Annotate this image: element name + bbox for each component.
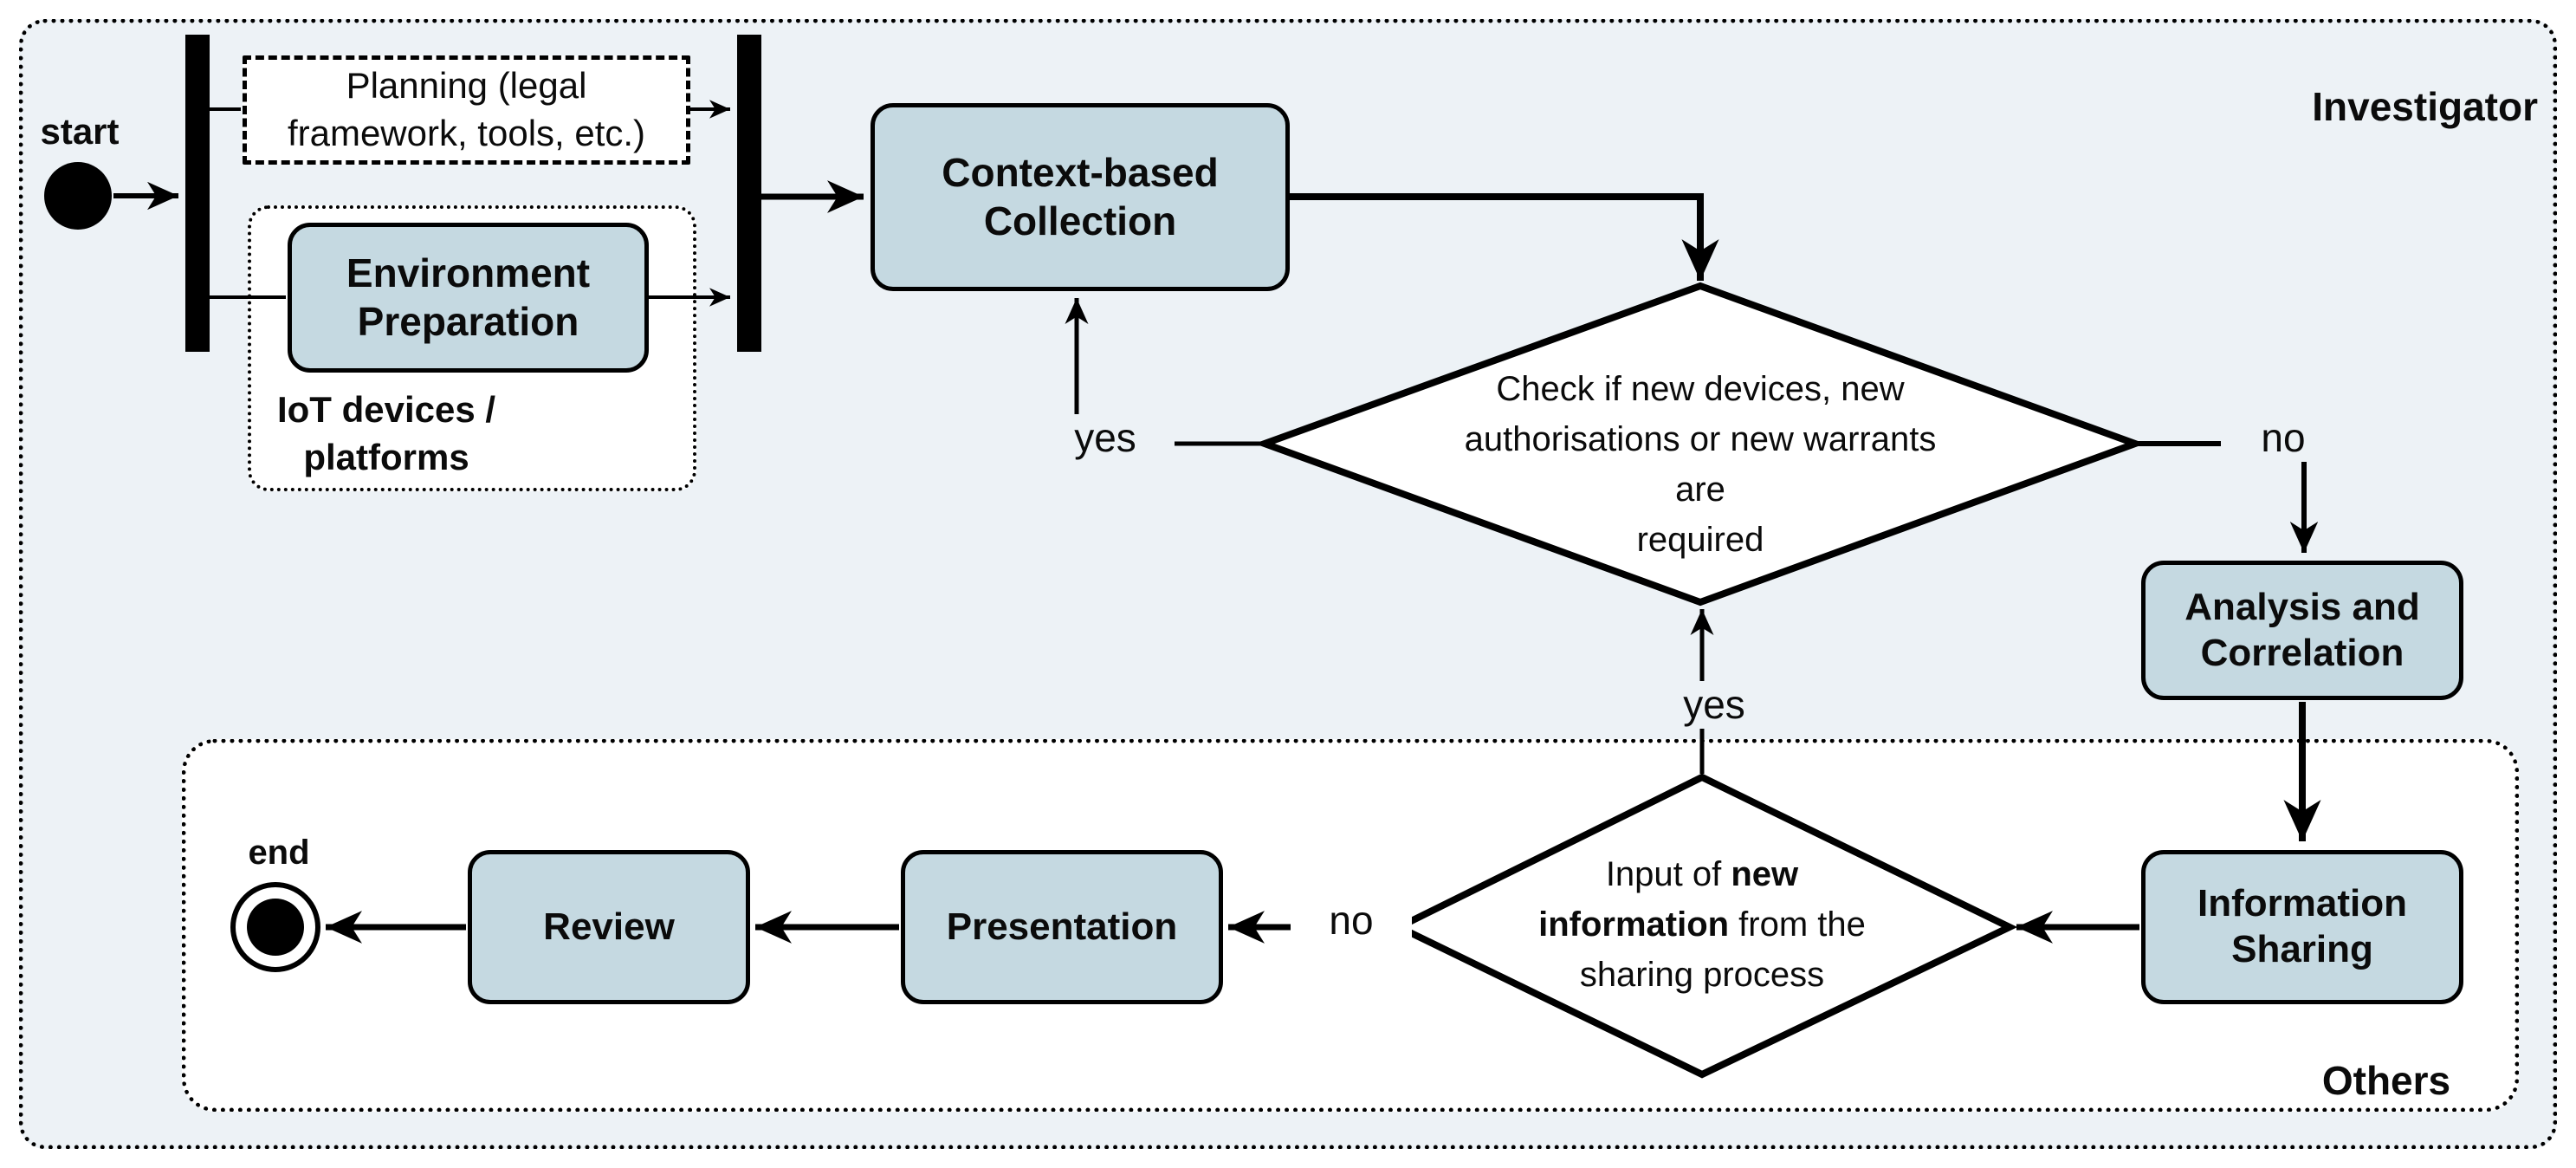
decision1-line1: Check if new devices, new <box>1496 370 1905 408</box>
activity-review: Review <box>468 850 750 1004</box>
activity-environment-preparation: Environment Preparation <box>288 223 649 373</box>
edge-context-to-decision1 <box>1290 193 1719 281</box>
decision2-line1-normal: Input of <box>1605 855 1731 893</box>
start-label: start <box>40 111 120 152</box>
decision2-line3: sharing process <box>1579 956 1825 994</box>
join-bar <box>737 35 761 352</box>
activity-analysis-correlation: Analysis and Correlation <box>2141 561 2463 700</box>
decision2-line2: information from the <box>1494 899 1910 950</box>
decision2-no-label: no <box>1291 897 1412 944</box>
decision2-line1: Input of new <box>1494 849 1910 899</box>
partition-label-investigator: Investigator <box>2312 84 2538 129</box>
decision2-line2-bold: information <box>1538 905 1730 944</box>
end-node-core <box>247 899 304 956</box>
decision2-line2-normal: from the <box>1729 905 1866 944</box>
start-node <box>44 162 112 230</box>
decision2-yes-label: yes <box>1645 681 1783 729</box>
decision1-diamond <box>1254 282 2146 607</box>
partition-label-others: Others <box>2321 1058 2451 1103</box>
end-label: end <box>248 834 310 872</box>
decision2-line1-bold: new <box>1731 855 1799 893</box>
activity-information-sharing: Information Sharing <box>2141 850 2463 1004</box>
activity-context-collection: Context-based Collection <box>871 103 1290 291</box>
decision1-line3: required <box>1636 521 1764 559</box>
decision1-text: Check if new devices, new authorisations… <box>1440 364 1960 565</box>
decision1-line2: authorisations or new warrants are <box>1464 420 1937 509</box>
decision1-yes-label: yes <box>1036 414 1175 462</box>
fork-bar <box>185 35 210 352</box>
decision1-no-label: no <box>2221 414 2346 462</box>
decision2-text: Input of new information from the sharin… <box>1494 849 1910 1000</box>
activity-planning: Planning (legal framework, tools, etc.) <box>243 55 690 165</box>
decision2-diamond <box>1390 773 2018 1079</box>
iot-devices-note: IoT devices / platforms <box>276 389 496 477</box>
activity-presentation: Presentation <box>901 850 1223 1004</box>
